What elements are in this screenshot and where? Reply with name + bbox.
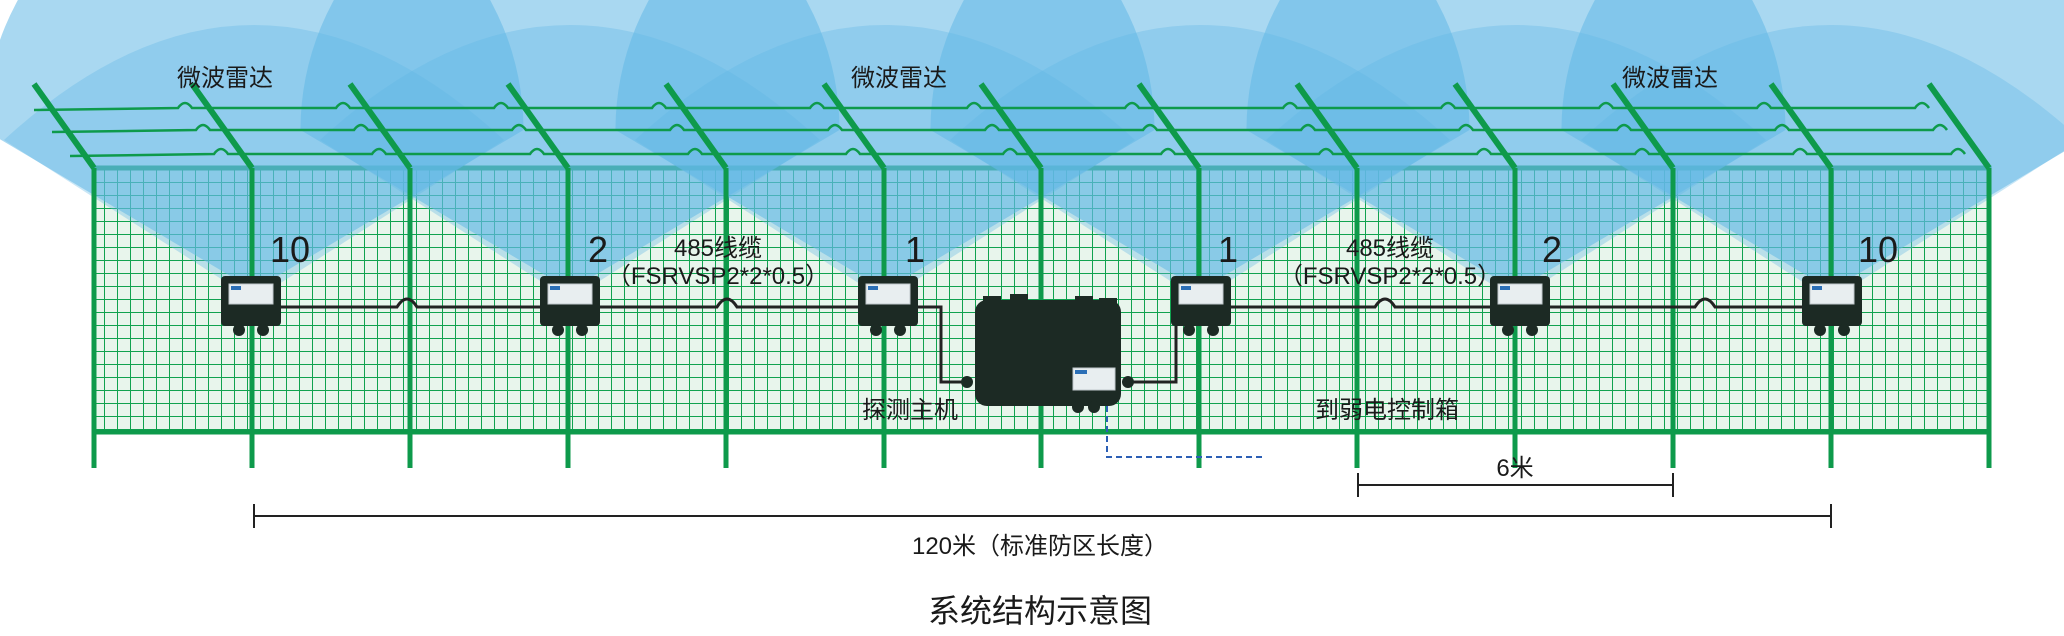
top-wires — [33, 101, 1967, 158]
cable-left — [251, 297, 967, 384]
radar-beam-arc — [635, 25, 1135, 300]
zone-length-label: 120米（标准防区长度） — [912, 533, 1168, 560]
detector-module — [540, 276, 600, 336]
radar-label: 微波雷达 — [1622, 65, 1718, 92]
cable-labels: 485线缆 （FSRVSP2*2*0.5） 485线缆 （FSRVSP2*2*0… — [607, 235, 1501, 290]
fence-post-arm — [31, 82, 97, 170]
detector-module — [858, 276, 918, 336]
diagram-title: 系统结构示意图 — [928, 593, 1152, 629]
host-label: 探测主机 — [862, 397, 958, 424]
radar-beam-arc — [4, 25, 504, 300]
cable-label-right-line1: 485线缆 — [1346, 235, 1434, 262]
radar-beam-arc — [950, 25, 1450, 300]
control-box-label: 到弱电控制箱 — [1315, 397, 1459, 424]
radar-label: 微波雷达 — [851, 65, 947, 92]
radar-label: 微波雷达 — [177, 65, 273, 92]
sensor-number: 2 — [588, 229, 608, 270]
sensor-number: 1 — [1218, 229, 1238, 270]
detector-module — [1802, 276, 1862, 336]
sensor-numbers: 10 2 1 1 2 10 — [270, 229, 1898, 270]
sensor-number: 10 — [1858, 229, 1898, 270]
sensor-number: 1 — [905, 229, 925, 270]
detector-module — [221, 276, 281, 336]
control-box-link — [1106, 406, 1265, 458]
fence-post-arm — [1926, 82, 1992, 170]
cable-run — [251, 297, 1832, 384]
radar-labels: 微波雷达 微波雷达 微波雷达 — [177, 65, 1718, 92]
cable-label-left-line2: （FSRVSP2*2*0.5） — [607, 263, 829, 290]
zone-length-dimension: 120米（标准防区长度） — [253, 504, 1832, 560]
radar-beam-arc — [1266, 25, 1766, 300]
sensor-group — [221, 276, 1862, 336]
sensor-number: 10 — [270, 229, 310, 270]
post-spacing-dimension: 6米 — [1357, 455, 1674, 497]
detection-host — [961, 294, 1134, 413]
detector-module — [1171, 276, 1231, 336]
cable-label-right-line2: （FSRVSP2*2*0.5） — [1279, 263, 1501, 290]
radar-beam-arc — [320, 25, 820, 300]
sensor-number: 2 — [1542, 229, 1562, 270]
top-wire — [33, 101, 1931, 112]
cable-label-left-line1: 485线缆 — [674, 235, 762, 262]
top-wire — [51, 123, 1949, 134]
radar-beam-arc — [1581, 25, 2064, 300]
post-spacing-label: 6米 — [1496, 455, 1533, 482]
cable-right — [1128, 297, 1832, 384]
detector-module — [1490, 276, 1550, 336]
top-wire — [69, 147, 1967, 158]
